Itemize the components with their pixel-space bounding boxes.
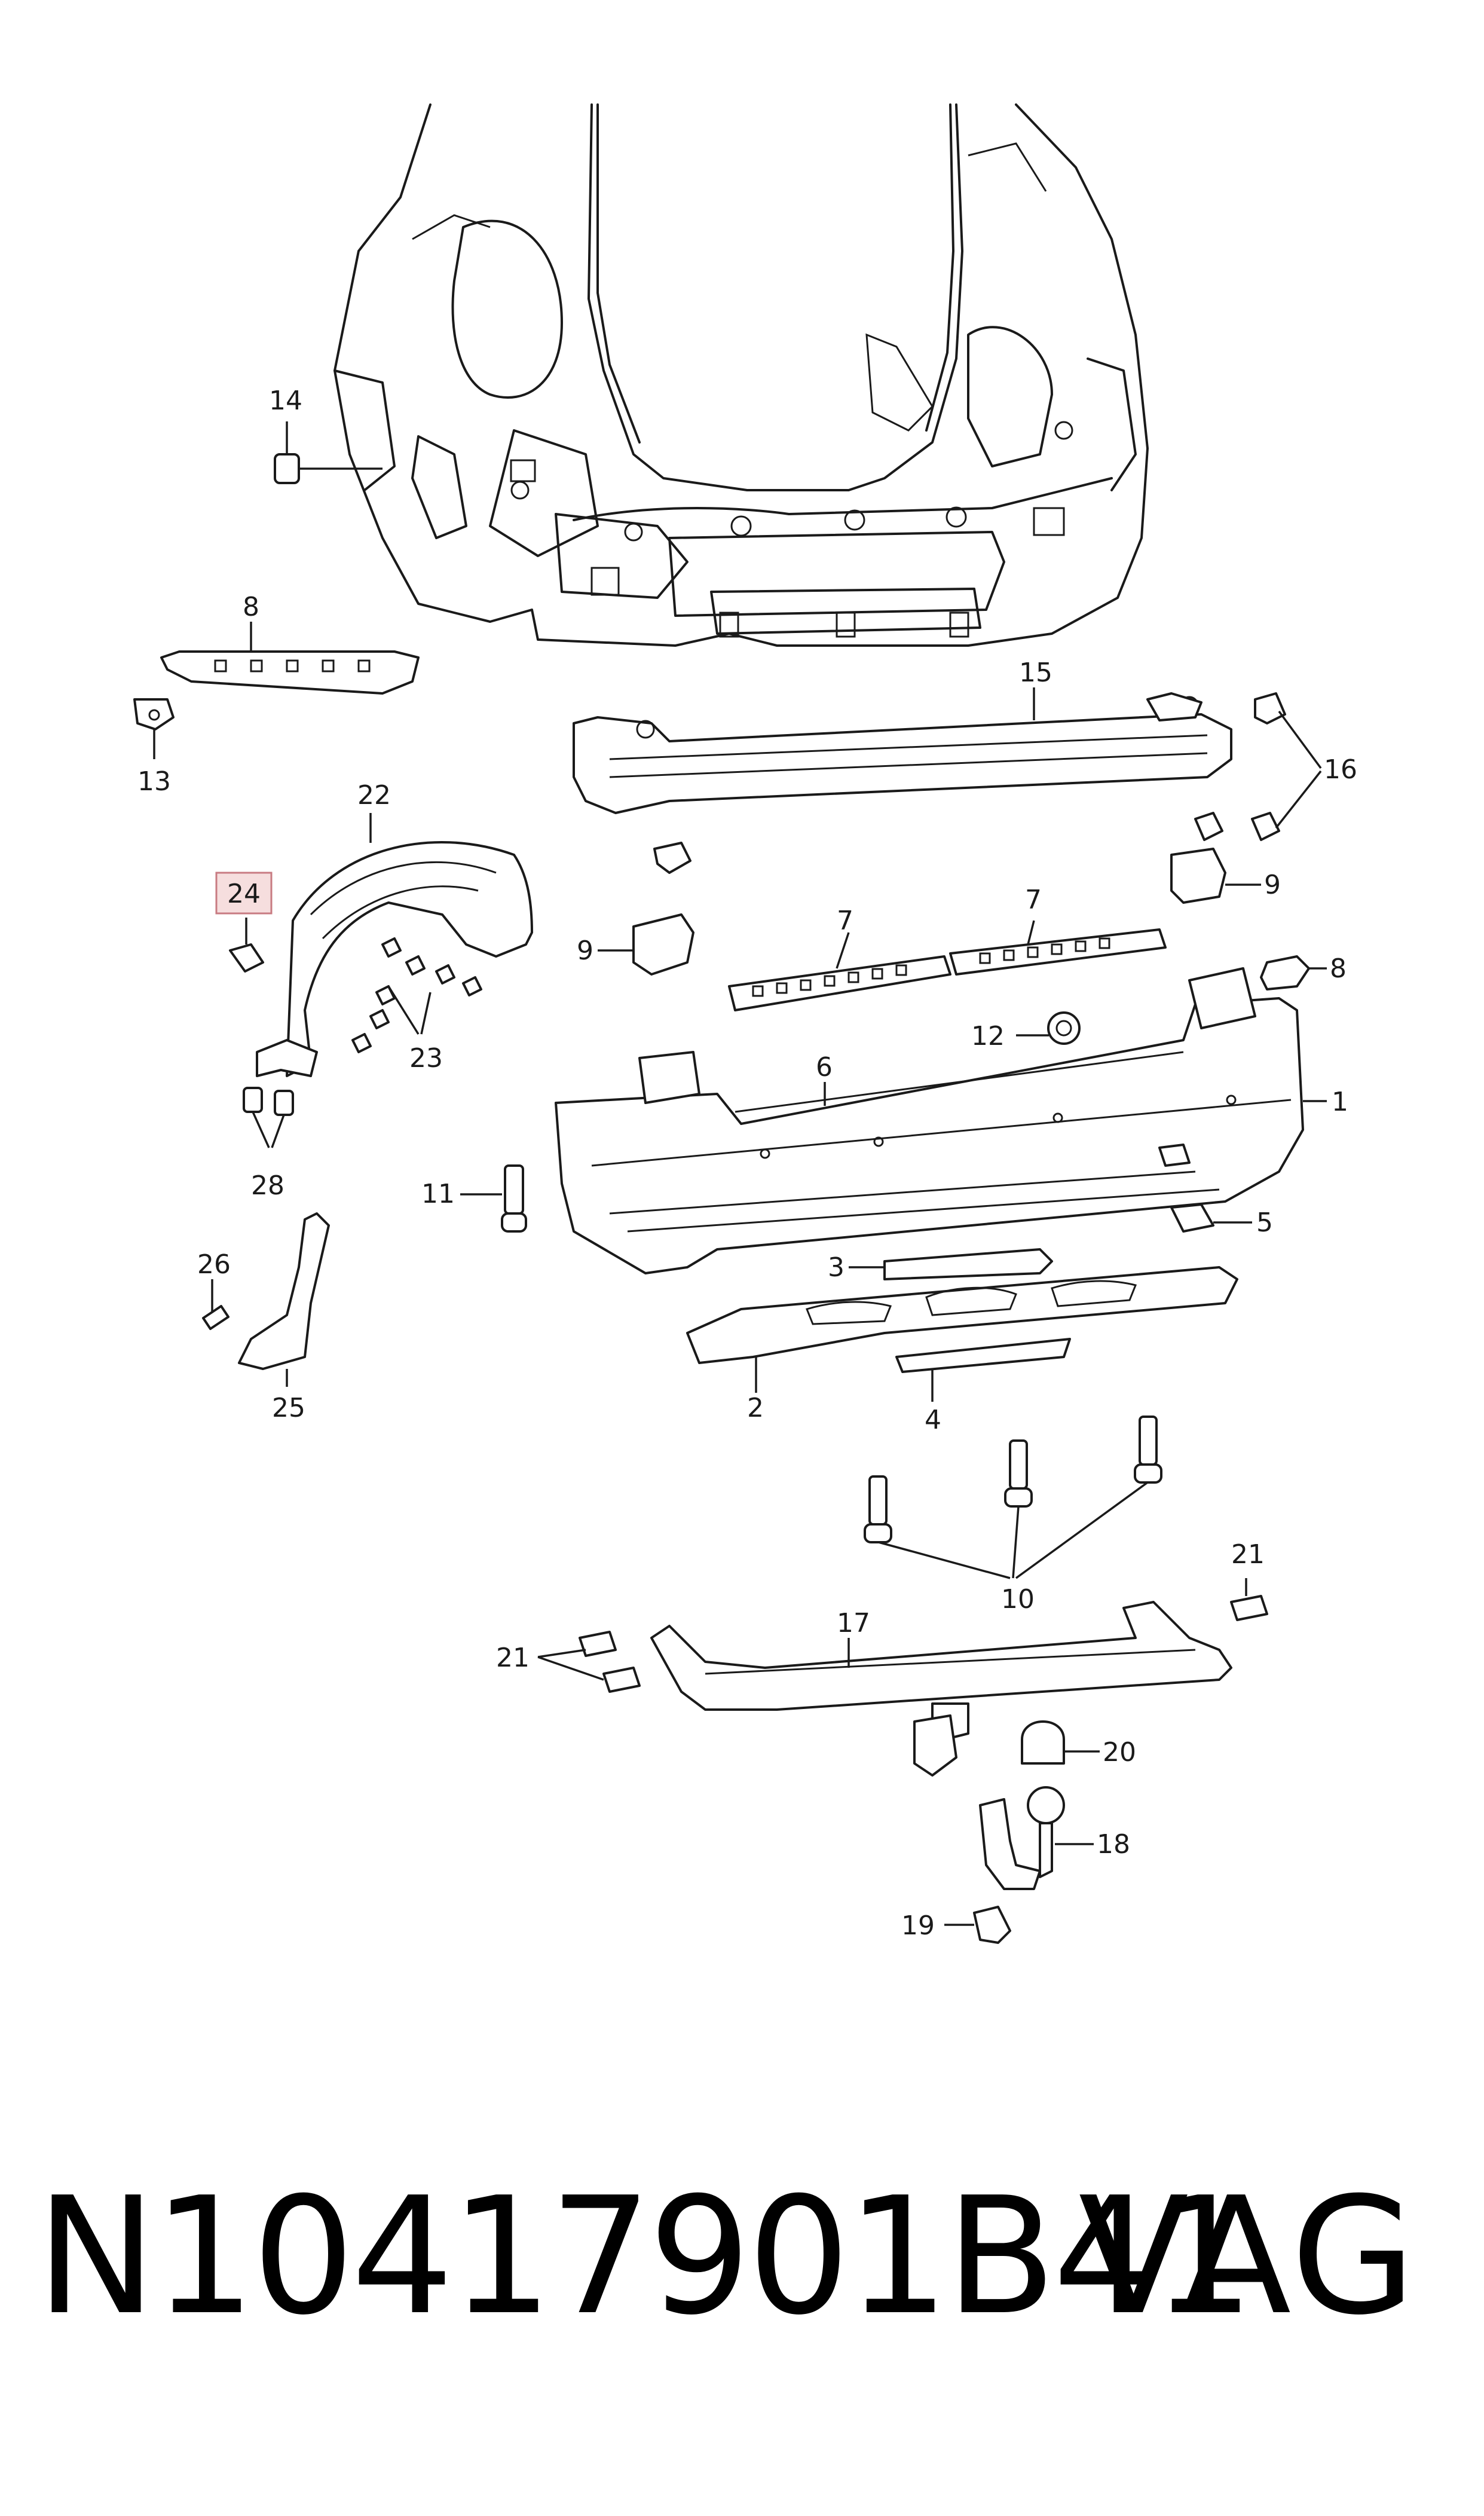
- callout-14: 14: [269, 386, 302, 416]
- callout-labels: 1 2 3 4 5 6 7 7 8 8 9 9 10 11 12 13 14 1…: [137, 386, 1357, 1941]
- part-28-nuts: [243, 1087, 294, 1148]
- callout-5: 5: [1256, 1207, 1273, 1238]
- part-8-left-guide: [160, 622, 420, 695]
- callout-8-right: 8: [1330, 953, 1347, 984]
- part-16-bolts: [1194, 692, 1322, 841]
- part-2-diffuser: [686, 1266, 1238, 1393]
- part-22-wheel-housing-liner: [256, 813, 533, 1077]
- part-5-cover: [1170, 1203, 1252, 1233]
- part-12-cap: [1016, 1011, 1081, 1045]
- callout-19: 19: [901, 1910, 935, 1941]
- callout-1: 1: [1332, 1087, 1348, 1117]
- callout-10: 10: [1001, 1584, 1035, 1615]
- part-14-grommet: [274, 421, 383, 484]
- part-24-bolt: [229, 918, 264, 973]
- part-10-bolts: [864, 1416, 1162, 1579]
- part-21-bolts: [537, 1578, 1268, 1693]
- part-13-clip: [133, 698, 175, 759]
- callout-24: 24: [227, 879, 261, 909]
- callout-21-right: 21: [1231, 1539, 1265, 1570]
- part-17-tow-carrier: [650, 1601, 1232, 1777]
- part-26-screw: [202, 1279, 230, 1330]
- callout-9-left: 9: [577, 936, 593, 966]
- part-1-bumper-cover: [555, 967, 1327, 1274]
- callout-8-left: 8: [243, 592, 259, 622]
- bolt-9-left: [653, 842, 691, 874]
- callout-21-left: 21: [496, 1643, 530, 1673]
- parts-diagram: 1 2 3 4 5 6 7 7 8 8 9 9 10 11 12 13 14 1…: [133, 103, 1357, 1944]
- rear-body-structure: [333, 103, 1149, 647]
- callout-16: 16: [1324, 754, 1357, 785]
- callout-22: 22: [357, 780, 391, 811]
- callout-3: 3: [828, 1252, 844, 1283]
- callout-4: 4: [925, 1405, 941, 1435]
- callout-11: 11: [421, 1179, 455, 1209]
- part-3-trim: [849, 1248, 1053, 1280]
- callout-7-right: 7: [1025, 885, 1042, 915]
- part-9-left-bracket: [598, 913, 694, 976]
- part-18-tow-ball: [979, 1786, 1094, 1890]
- callout-9-right: 9: [1264, 870, 1281, 900]
- callout-2: 2: [747, 1393, 764, 1423]
- callout-6: 6: [816, 1052, 833, 1083]
- callout-18: 18: [1097, 1829, 1130, 1860]
- part-20-cap: [1021, 1720, 1100, 1765]
- part-23-screws: [351, 937, 482, 1053]
- callout-20: 20: [1103, 1737, 1136, 1768]
- part-number: N10417901B41: [36, 2162, 1254, 2350]
- part-7-guide-strips: [728, 920, 1167, 1011]
- callout-28: 28: [251, 1170, 284, 1201]
- callout-7-left: 7: [837, 906, 853, 936]
- part-8-right-guide: [1260, 955, 1327, 990]
- callout-24-highlight: [215, 872, 273, 915]
- callout-23: 23: [409, 1043, 443, 1074]
- callout-26: 26: [197, 1249, 231, 1280]
- part-25-mudflap: [238, 1212, 330, 1387]
- part-4-reflector: [895, 1338, 1071, 1402]
- part-9-right-bracket: [1170, 848, 1261, 904]
- callout-12: 12: [971, 1021, 1005, 1051]
- callout-13: 13: [137, 766, 171, 797]
- callout-15: 15: [1019, 658, 1052, 688]
- part-15-impact-bar: [573, 687, 1232, 814]
- part-19-plug: [944, 1906, 1011, 1944]
- footer: N10417901B41 VAG: [0, 2176, 1484, 2463]
- callout-17: 17: [837, 1608, 870, 1638]
- callout-25: 25: [272, 1393, 305, 1423]
- part-11-clip: [460, 1164, 527, 1233]
- brand-label: VAG: [1078, 2162, 1418, 2350]
